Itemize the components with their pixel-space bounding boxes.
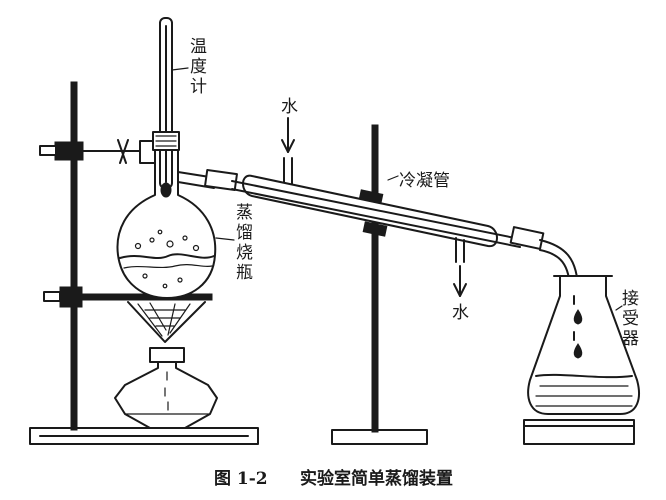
left-ring-stand: [29, 81, 259, 445]
label-receiver: 接 受 器: [622, 289, 639, 349]
flask-body: [116, 149, 217, 299]
droplet: [573, 343, 583, 359]
thermometer: [152, 17, 180, 198]
distillation-flask: [116, 149, 238, 299]
label-flask: 蒸 馏 烧 瓶: [236, 203, 253, 283]
figure-number: 图 1-2: [214, 469, 268, 489]
condenser-clamp-bottom: [362, 221, 388, 237]
label-leaders: [171, 67, 623, 311]
right-stand-rod: [371, 124, 379, 433]
receiver-body: [527, 275, 640, 415]
svg-text:接: 接: [622, 289, 639, 309]
burner-body: [114, 361, 218, 429]
droplet: [573, 309, 583, 325]
svg-text:温: 温: [190, 37, 207, 57]
condenser: [231, 157, 579, 293]
condenser-jacket: [242, 174, 498, 248]
svg-text:计: 计: [190, 77, 207, 97]
receiver-stand: [523, 419, 635, 445]
svg-text:蒸: 蒸: [236, 203, 253, 223]
left-stand-rod: [70, 81, 78, 431]
burner: [114, 347, 218, 429]
water-inlet-arrow: [281, 117, 295, 153]
right-stand-base: [331, 429, 428, 445]
svg-text:器: 器: [622, 329, 639, 349]
svg-text:烧: 烧: [236, 243, 253, 263]
receiver-flask: [523, 275, 640, 445]
svg-text:馏: 馏: [236, 223, 253, 243]
figure-title: 实验室简单蒸馏装置: [300, 468, 453, 489]
label-condenser: 冷凝管: [399, 171, 450, 191]
water-outlet-arrow: [453, 265, 467, 297]
wire-gauze: [127, 301, 206, 343]
ring-clamp: [59, 286, 83, 308]
burner-top: [149, 347, 185, 363]
boiling-bubbles: [134, 229, 200, 289]
label-water-out: 水: [452, 303, 469, 323]
flask-adapter: [204, 168, 238, 192]
upper-clamp: [54, 141, 84, 161]
thermometer-bulb: [160, 182, 172, 198]
svg-text:瓶: 瓶: [236, 263, 253, 283]
svg-text:度: 度: [190, 57, 207, 77]
label-water-in: 水: [281, 97, 298, 117]
svg-text:受: 受: [622, 309, 639, 329]
label-thermometer: 温 度 计: [190, 37, 207, 97]
